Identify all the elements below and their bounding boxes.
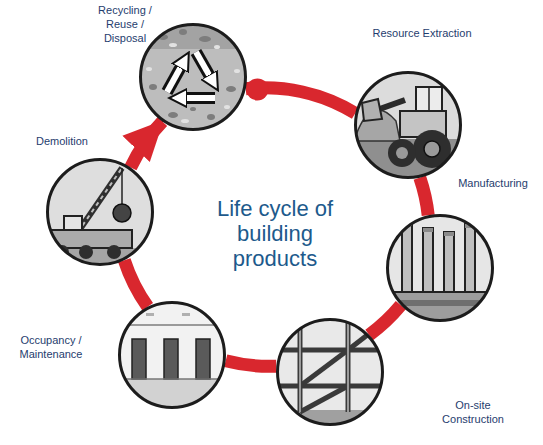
steel-frame-illustration-part-part (346, 318, 351, 412)
stage-circle: Resource Extraction (354, 71, 462, 179)
recycle-illustration-part (146, 43, 240, 123)
stage-label: Manufacturing (450, 176, 536, 190)
loader-illustration-part (362, 99, 382, 121)
recycle-illustration-part-part (226, 86, 236, 92)
recycle-illustration-part (139, 23, 247, 131)
stage-circle: Occupancy / Maintenance (118, 301, 226, 409)
interior-illustration-part (182, 313, 190, 316)
recycle-illustration-part-part (196, 52, 212, 80)
interior-illustration-part (118, 324, 226, 326)
crane-illustration-part (64, 216, 82, 230)
stage-circle: On-site Construction (276, 318, 384, 426)
loader-illustration-part (413, 130, 451, 168)
crane-illustration-part (121, 168, 123, 206)
recycle-illustration-part-part (167, 63, 183, 92)
interior-illustration-part (118, 379, 226, 409)
cycle-arrow (124, 260, 147, 307)
loader-illustration-part (388, 139, 416, 167)
crane-illustration-part (78, 168, 122, 232)
recycle-illustration-part (139, 23, 247, 49)
interior-illustration-part (146, 313, 154, 316)
recycle-illustration (139, 23, 247, 131)
factory-illustration-part-part (444, 232, 454, 236)
stage-label: Demolition (22, 134, 102, 148)
factory-illustration-part (386, 300, 494, 306)
crane-illustration-part (107, 245, 121, 259)
crane-illustration-part (78, 168, 122, 232)
recycle-illustration-part-part (158, 34, 168, 40)
steel-frame-illustration-part-part (347, 318, 349, 412)
cycle-arrow (420, 178, 428, 216)
steel-frame-illustration-part (276, 318, 384, 426)
recycle-illustration-part-part (146, 67, 152, 71)
loader-illustration-part (396, 147, 408, 159)
cycle-arrow (226, 361, 277, 367)
recycle-illustration-part-part (149, 84, 157, 90)
crane-illustration-part (46, 158, 154, 266)
steel-frame-illustration (276, 318, 384, 426)
cycle-start-dot (246, 78, 268, 100)
factory-illustration-part-part (423, 228, 433, 232)
steel-frame-illustration-part-part (300, 350, 348, 386)
interior-illustration-part (118, 301, 226, 409)
recycle-illustration-part-part (181, 92, 215, 104)
loader-illustration-part (428, 87, 430, 111)
steel-frame-illustration-part-part (276, 348, 384, 353)
diagram-title: Life cycle of building products (200, 196, 350, 271)
crane-illustration-part (79, 245, 93, 259)
recycle-illustration-part-part (169, 43, 177, 47)
crane-illustration-part (55, 245, 69, 259)
steel-frame-illustration-part (276, 318, 384, 412)
recycle-illustration-part (149, 29, 236, 120)
interior-illustration-part (196, 339, 210, 379)
factory-illustration-part (386, 292, 494, 322)
steel-frame-illustration-part-part (299, 318, 301, 412)
loader-illustration (354, 71, 462, 179)
steel-frame-illustration-part-part (348, 322, 384, 350)
steel-frame-illustration-part-part (276, 384, 384, 389)
factory-illustration-part (386, 214, 494, 322)
recycle-illustration-part-part (181, 119, 189, 123)
steel-frame-illustration-part (300, 318, 348, 412)
stage-label: Resource Extraction (362, 26, 482, 40)
stage-label: Occupancy / Maintenance (6, 333, 96, 361)
stage-circle: Manufacturing (386, 214, 494, 322)
factory-illustration (386, 214, 494, 322)
cycle-arrow (369, 305, 401, 335)
crane-illustration-part (113, 204, 131, 222)
recycle-illustration-part (167, 52, 215, 98)
interior-illustration-part (164, 339, 178, 379)
interior-illustration (118, 301, 226, 409)
factory-illustration-part-part (465, 224, 475, 228)
loader-illustration-part (354, 71, 462, 179)
recycle-illustration-part-part (190, 107, 196, 111)
recycle-illustration-part-part (214, 45, 220, 49)
loader-illustration-part (416, 87, 442, 111)
factory-illustration-part-part (402, 222, 412, 226)
recycle-illustration-part-part (168, 112, 178, 118)
recycle-illustration-part-part (207, 114, 215, 120)
loader-illustration-part (424, 141, 440, 157)
factory-illustration-part (402, 222, 475, 236)
cycle-arrow (131, 122, 163, 168)
recycle-illustration-part-part (234, 69, 240, 73)
steel-frame-illustration-part-part (298, 318, 303, 412)
crane-illustration-part (46, 230, 132, 248)
stage-label: On-site Construction (428, 398, 518, 426)
recycle-illustration-part-part (224, 105, 230, 109)
recycle-illustration-part-part (199, 36, 211, 42)
interior-illustration-part (132, 339, 146, 379)
steel-frame-illustration-part-part (300, 386, 348, 412)
interior-illustration-part (118, 378, 226, 380)
crane-illustration (46, 158, 154, 266)
stage-label: Recycling / Reuse / Disposal (88, 3, 162, 45)
recycle-illustration-part-part (221, 31, 229, 35)
recycle-illustration-part-part (196, 52, 212, 80)
stage-circle: Recycling / Reuse / Disposal (139, 23, 247, 131)
recycle-illustration-part-part (179, 29, 187, 35)
stage-circle: Demolition (46, 158, 154, 266)
recycle-illustration-part-part (181, 95, 215, 101)
recycle-illustration-part-part (167, 63, 183, 92)
